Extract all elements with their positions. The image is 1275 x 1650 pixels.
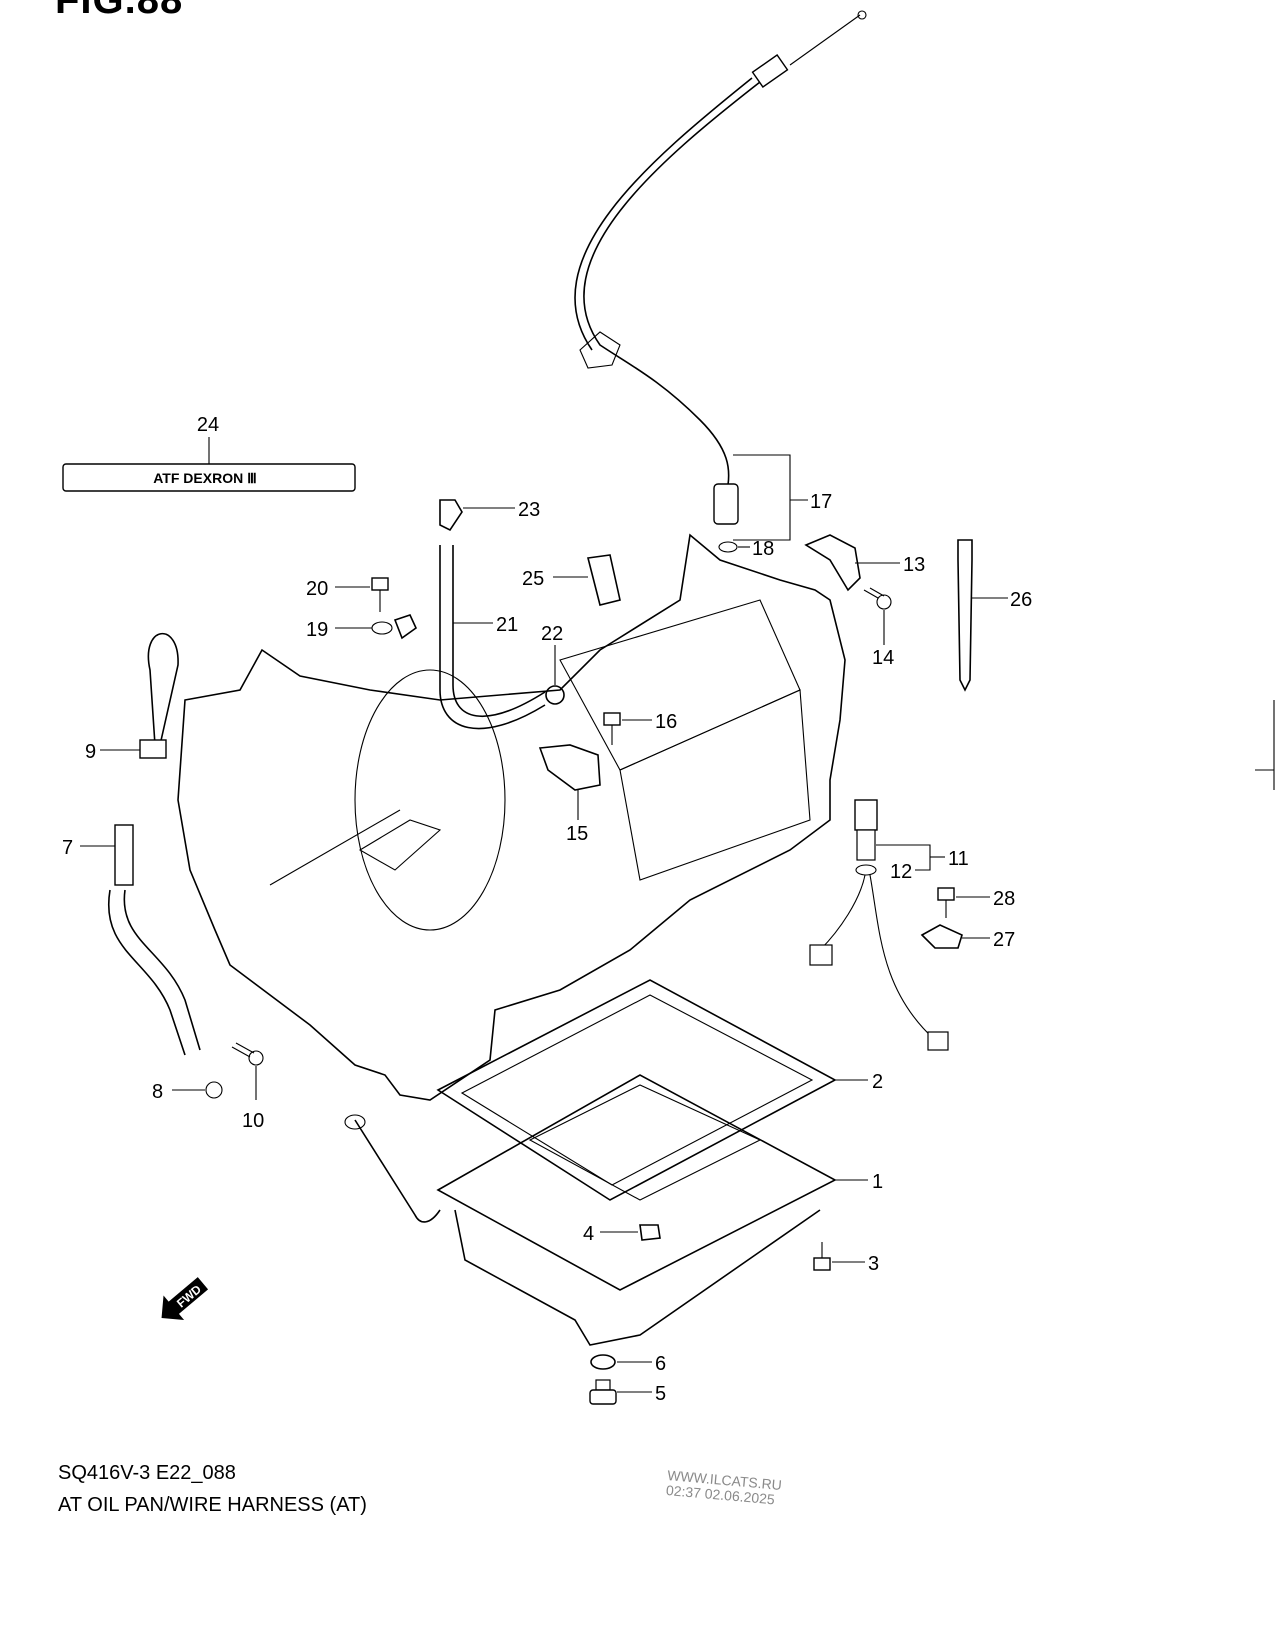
callout-14: 14	[872, 647, 894, 669]
callout-18: 18	[752, 538, 774, 560]
part-20-bolt[interactable]: 20	[306, 577, 389, 612]
part-1-oil-pan[interactable]: 1	[436, 1074, 883, 1346]
part-16-bolt[interactable]: 16	[603, 711, 677, 745]
part-11-sensor[interactable]: 11	[809, 799, 969, 1051]
callout-28: 28	[993, 888, 1015, 910]
callout-22: 22	[541, 623, 563, 645]
part-26-cable-tie[interactable]: 26	[957, 539, 1032, 692]
part-13-bracket[interactable]: 13	[804, 534, 925, 592]
callout-5: 5	[655, 1383, 666, 1405]
part-4-magnet[interactable]: 4	[583, 1223, 661, 1245]
part-15-bracket[interactable]: 15	[538, 744, 601, 845]
callout-6: 6	[655, 1353, 666, 1375]
callout-15: 15	[566, 823, 588, 845]
part-25-clip[interactable]: 25	[522, 554, 621, 606]
callout-9: 9	[85, 741, 96, 763]
part-10-bolt[interactable]: 10	[231, 1042, 264, 1132]
figure-title: FIG.88	[55, 0, 184, 22]
callout-25: 25	[522, 568, 544, 590]
atf-label-text: ATF DEXRON Ⅲ	[153, 470, 257, 486]
part-18-o-ring[interactable]: 18	[718, 538, 774, 560]
part-12-seal[interactable]: 12	[855, 861, 912, 883]
part-19-washer[interactable]: 19	[306, 614, 418, 641]
transmission-case	[177, 533, 846, 1101]
callout-17: 17	[810, 491, 832, 513]
callout-12: 12	[890, 861, 912, 883]
callout-27: 27	[993, 929, 1015, 951]
page-edge-marker	[1255, 700, 1275, 790]
part-23-connector[interactable]: 23	[439, 499, 540, 532]
callout-3: 3	[868, 1253, 879, 1275]
callout-16: 16	[655, 711, 677, 733]
callout-20: 20	[306, 578, 328, 600]
callout-13: 13	[903, 554, 925, 576]
callout-26: 26	[1010, 589, 1032, 611]
part-5-drain-plug[interactable]: 5	[589, 1379, 666, 1405]
part-8-o-ring[interactable]: 8	[152, 1081, 223, 1103]
part-27-plate[interactable]: 27	[920, 924, 1015, 951]
part-7-dipstick-tube[interactable]: 7	[62, 824, 201, 1056]
callout-23: 23	[518, 499, 540, 521]
fwd-arrow-icon: FWD	[161, 1277, 209, 1320]
model-code: SQ416V-3 E22_088	[58, 1462, 236, 1484]
oil-strainer-tube	[344, 1114, 441, 1223]
part-17-shift-cable[interactable]: 17	[574, 10, 867, 541]
callout-24: 24	[197, 414, 219, 436]
callout-10: 10	[242, 1110, 264, 1132]
part-14-bolt[interactable]: 14	[863, 587, 894, 669]
callout-21: 21	[496, 614, 518, 636]
part-21-hose[interactable]: 21	[439, 545, 546, 730]
callout-7: 7	[62, 837, 73, 859]
part-3-bolt[interactable]: 3	[813, 1242, 879, 1275]
part-24-label[interactable]: 24 ATF DEXRON Ⅲ	[62, 414, 356, 492]
callout-8: 8	[152, 1081, 163, 1103]
part-28-bolt[interactable]: 28	[937, 887, 1015, 918]
callout-11: 11	[948, 848, 969, 870]
part-22-clamp[interactable]: 22	[541, 623, 565, 705]
callout-19: 19	[306, 619, 328, 641]
callout-1: 1	[872, 1171, 883, 1193]
part-6-gasket[interactable]: 6	[590, 1353, 666, 1375]
callout-2: 2	[872, 1071, 883, 1093]
part-9-dipstick[interactable]: 9	[85, 632, 179, 763]
atf-label-box	[62, 463, 356, 492]
figure-caption: AT OIL PAN/WIRE HARNESS (AT)	[58, 1494, 367, 1516]
callout-4: 4	[583, 1223, 594, 1245]
part-2-gasket[interactable]: 2	[436, 979, 883, 1201]
